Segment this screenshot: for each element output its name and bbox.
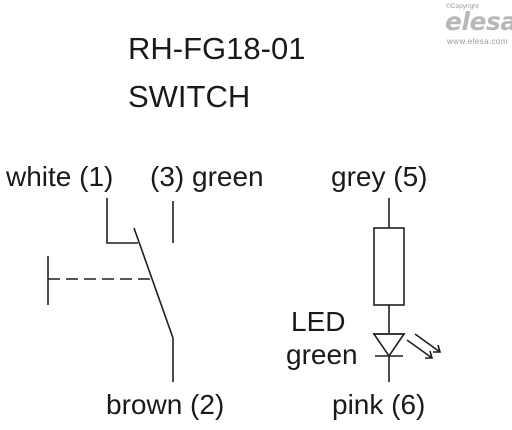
label-brown-2: brown (2) (106, 389, 224, 420)
title-model: RH-FG18-01 (128, 31, 305, 66)
brand-logo: ©Copyright elesa www.elesa.com (445, 2, 512, 46)
switch-symbol (47, 198, 174, 382)
copyright-text: ©Copyright (446, 2, 479, 10)
title-type: SWITCH (128, 79, 250, 114)
brand-url: www.elesa.com (446, 37, 508, 46)
light-emission-icon (406, 333, 442, 359)
label-grey-5: grey (5) (331, 161, 427, 192)
resistor-icon (373, 227, 405, 306)
led-circuit (372, 198, 442, 382)
wire-white (106, 198, 138, 244)
elesa-logo-text: elesa (445, 7, 512, 36)
label-white-1: white (1) (5, 161, 113, 192)
switch-blade (133, 227, 174, 339)
label-green-3: (3) green (150, 161, 264, 192)
label-led: LED (291, 306, 345, 337)
led-diode-icon (372, 333, 406, 358)
label-led-green: green (286, 339, 358, 370)
label-pink-6: pink (6) (332, 389, 425, 420)
